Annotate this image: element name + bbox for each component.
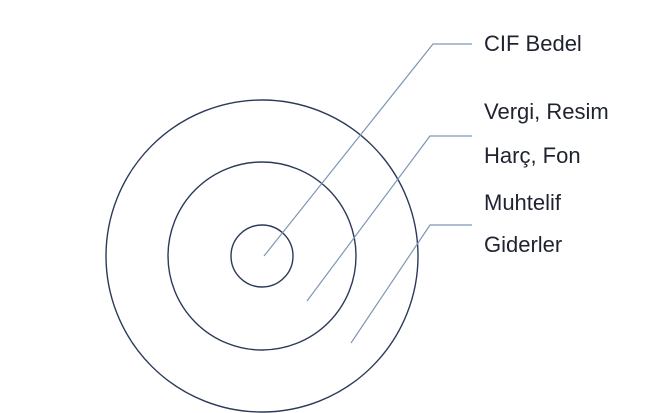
label-harc-fon: Harç, Fon: [484, 143, 581, 168]
label-vergi-resim: Vergi, Resim: [484, 99, 609, 124]
leader-line-muhtelif: [350, 224, 472, 344]
inner-ring: [230, 224, 294, 288]
label-cif-bedel: CIF Bedel: [484, 31, 582, 56]
label-muhtelif: Muhtelif: [484, 190, 562, 215]
middle-ring: [167, 161, 357, 351]
label-giderler: Giderler: [484, 232, 563, 257]
outer-ring: [105, 99, 419, 413]
leader-line-cif: [263, 43, 472, 257]
leader-line-vergi: [306, 135, 472, 302]
